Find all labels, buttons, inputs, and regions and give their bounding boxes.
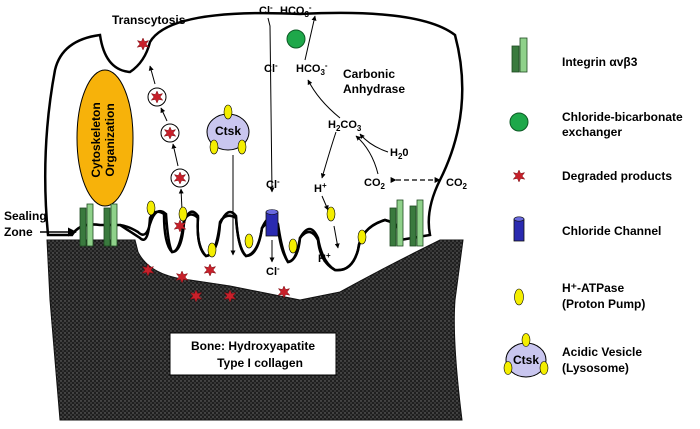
co2-inside: CO2 [364,177,386,191]
transcytosis-label: Transcytosis [112,13,186,27]
h-plus-upper: H+ [314,181,327,195]
bicarbonate-export-arrow [304,15,317,61]
cl-top: Cl- [259,3,273,17]
legend-atpase-label-2: (Proton Pump) [562,297,645,311]
co2-outside: CO2 [446,177,468,191]
co2-to-h2co3-arrow [355,135,379,175]
h2o-arrow [359,133,389,153]
legend-integrin-label: Integrin αvβ3 [562,55,638,69]
chloride-channel [265,209,279,237]
legend-degraded-label: Degraded products [562,169,672,183]
h2co3-to-h-arrow [320,131,337,179]
ruffled-border [119,209,404,272]
h-plus-lower: H+ [318,251,331,265]
bone-label-box [169,332,337,376]
legend-vesicle-label-2: (Lysosome) [562,361,629,375]
h2co3: H2CO3 [328,119,362,133]
ctsk-vesicle: Ctsk [206,104,250,155]
carbonic-anhydrase-label-1: Carbonic [343,67,395,81]
legend-degraded: Degraded products [512,169,672,183]
legend-vesicle: Ctsk Acidic Vesicle (Lysosome) [503,333,642,378]
cytoskeleton-label-1: Cytoskeleton [89,102,103,177]
legend-exchanger-label-1: Chloride-bicarbonate [562,110,683,124]
integrin-left [79,203,118,247]
sealing-zone-label-1: Sealing [4,209,47,223]
chloride-bicarbonate-exchanger [286,29,306,49]
integrin-right [389,199,424,247]
legend-atpase-label-1: H⁺-ATPase [562,281,624,295]
legend-integrin: Integrin αvβ3 [511,37,638,73]
cl-lower: Cl- [266,177,280,191]
h2co3-to-hco3-arrow [307,79,341,119]
cytoskeleton-label-2: Organization [103,103,117,176]
legend-channel-label: Chloride Channel [562,224,661,238]
cytoskeleton-organization [76,69,134,207]
legend-atpase: H⁺-ATPase (Proton Pump) [514,281,645,311]
h-to-pump-arrow [321,195,329,211]
h-secretion-arrow [333,225,340,249]
cl-bottom: Cl- [266,264,280,278]
legend-exchanger-label-2: exchanger [562,125,622,139]
hco3-mid: HCO3- [296,61,328,77]
legend-exchanger: Chloride-bicarbonate exchanger [509,110,683,139]
proton-pumps [146,200,367,258]
legend: Integrin αvβ3 Chloride-bicarbonate excha… [503,37,683,378]
hco3-top: HCO3- [280,3,312,19]
legend-vesicle-label-1: Acidic Vesicle [562,345,642,359]
legend-vesicle-icon-text: Ctsk [513,353,539,367]
ctsk-label: Ctsk [215,124,241,138]
legend-channel: Chloride Channel [513,216,661,242]
transcytosis-arrows [148,65,184,211]
carbonic-anhydrase-label-2: Anhydrase [343,82,405,96]
bone-matrix [46,239,464,421]
bone-label-1: Bone: Hydroxyapatite [191,339,315,353]
h2o: H20 [390,147,409,161]
sealing-zone-label-2: Zone [4,225,33,239]
cl-mid: Cl- [264,61,278,75]
bone-label-2: Type I collagen [217,356,303,370]
chloride-import-arrow [267,17,275,193]
